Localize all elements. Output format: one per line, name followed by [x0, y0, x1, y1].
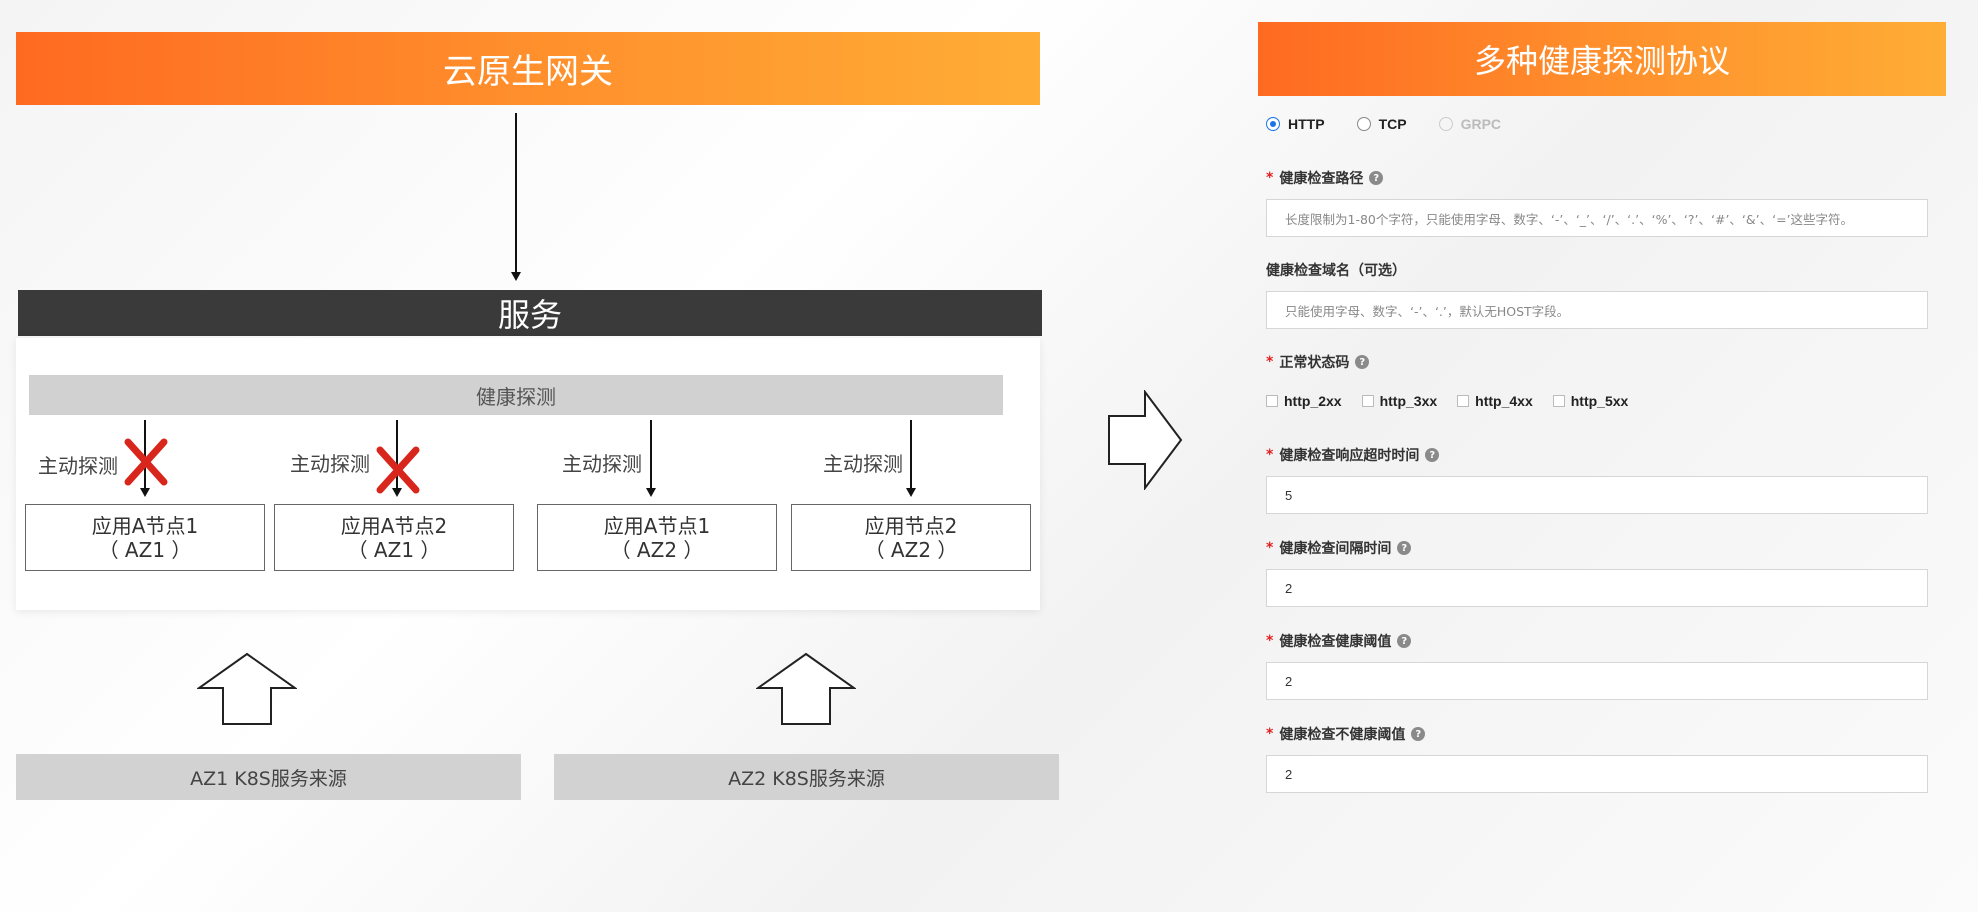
source-az1: AZ1 K8S服务来源: [16, 754, 521, 800]
fail-x-icon: [124, 438, 168, 486]
status-code-3xx-label: http_3xx: [1379, 393, 1438, 409]
status-code-3xx[interactable]: http_3xx: [1361, 393, 1438, 409]
checkbox[interactable]: [1552, 395, 1565, 407]
gateway-to-service-arrowhead: [511, 272, 521, 281]
status-codes-label: * 正常状态码 ?: [1266, 352, 1370, 372]
path-label-text: 健康检查路径: [1279, 171, 1364, 187]
healthy-threshold-input[interactable]: 2: [1266, 662, 1928, 700]
healthy-threshold-label-text: 健康检查健康阈值: [1279, 634, 1392, 650]
required-mark: *: [1266, 540, 1274, 556]
status-code-5xx[interactable]: http_5xx: [1552, 393, 1629, 409]
required-mark: *: [1266, 633, 1274, 649]
probe-line-4: [910, 420, 912, 488]
gateway-to-service-line: [515, 113, 517, 273]
interval-label-text: 健康检查间隔时间: [1279, 541, 1392, 557]
status-code-4xx-label: http_4xx: [1475, 393, 1533, 409]
probe-label-2: 主动探测: [290, 452, 370, 476]
help-icon[interactable]: ?: [1397, 541, 1412, 555]
protocol-grpc-label: GRPC: [1460, 116, 1502, 132]
help-icon[interactable]: ?: [1369, 171, 1384, 185]
up-arrow-icon: [756, 652, 856, 725]
checkbox[interactable]: [1266, 395, 1278, 407]
protocol-option-http[interactable]: HTTP: [1266, 116, 1325, 132]
help-icon[interactable]: ?: [1397, 634, 1412, 648]
probe-arrowhead-2: [392, 488, 402, 497]
status-code-2xx-label: http_2xx: [1284, 393, 1342, 409]
required-mark: *: [1266, 726, 1274, 742]
protocol-option-grpc: GRPC: [1438, 116, 1502, 132]
radio-grpc: [1438, 117, 1453, 131]
protocol-tcp-label: TCP: [1378, 116, 1407, 132]
status-code-5xx-label: http_5xx: [1570, 393, 1629, 409]
path-label: * 健康检查路径 ?: [1266, 168, 1384, 188]
domain-label: 健康检查域名（可选）: [1266, 263, 1406, 279]
probe-arrowhead-3: [646, 488, 656, 497]
source-az2: AZ2 K8S服务来源: [554, 754, 1059, 800]
right-arrow-icon: [1108, 390, 1183, 490]
node-1-zone: （ AZ1 ）: [98, 537, 192, 562]
node-4-name: 应用节点2: [864, 513, 958, 538]
gateway-banner: 云原生网关: [16, 32, 1040, 105]
radio-tcp[interactable]: [1356, 117, 1371, 131]
status-codes-label-text: 正常状态码: [1279, 355, 1350, 371]
probe-label-3: 主动探测: [562, 452, 642, 476]
interval-label: * 健康检查间隔时间 ?: [1266, 538, 1412, 558]
path-input[interactable]: 长度限制为1-80个字符，只能使用字母、数字、‘-’、‘_’、‘/’、‘.’、‘…: [1266, 199, 1928, 237]
unhealthy-threshold-label: * 健康检查不健康阈值 ?: [1266, 724, 1426, 744]
radio-http[interactable]: [1266, 117, 1280, 131]
probe-arrowhead-4: [906, 488, 916, 497]
unhealthy-threshold-input[interactable]: 2: [1266, 755, 1928, 793]
probe-line-2: [396, 420, 398, 488]
form-title: 多种健康探测协议: [1258, 22, 1946, 96]
node-4-zone: （ AZ2 ）: [864, 537, 958, 562]
status-code-4xx[interactable]: http_4xx: [1457, 393, 1533, 409]
timeout-label-text: 健康检查响应超时时间: [1279, 448, 1420, 464]
up-arrow-icon: [197, 652, 297, 725]
probe-label-1: 主动探测: [38, 454, 118, 478]
probe-line-3: [650, 420, 652, 488]
health-check-bar: 健康探测: [29, 375, 1003, 415]
required-mark: *: [1266, 170, 1274, 186]
domain-input[interactable]: 只能使用字母、数字、‘-’、‘.’，默认无HOST字段。: [1266, 291, 1928, 329]
interval-input[interactable]: 2: [1266, 569, 1928, 607]
required-mark: *: [1266, 354, 1274, 370]
checkbox[interactable]: [1361, 395, 1374, 407]
timeout-label: * 健康检查响应超时时间 ?: [1266, 445, 1440, 465]
protocol-http-label: HTTP: [1288, 116, 1325, 132]
timeout-input[interactable]: 5: [1266, 476, 1928, 514]
help-icon[interactable]: ?: [1355, 355, 1370, 369]
probe-arrowhead-1: [140, 488, 150, 497]
node-2-zone: （ AZ1 ）: [347, 537, 441, 562]
checkbox[interactable]: [1457, 395, 1470, 407]
node-3: 应用A节点1 （ AZ2 ）: [537, 504, 777, 571]
probe-line-1: [144, 420, 146, 488]
required-mark: *: [1266, 447, 1274, 463]
node-1-name: 应用A节点1: [91, 513, 199, 538]
node-2: 应用A节点2 （ AZ1 ）: [274, 504, 514, 571]
protocol-option-tcp[interactable]: TCP: [1356, 116, 1407, 132]
node-1: 应用A节点1 （ AZ1 ）: [25, 504, 265, 571]
node-2-name: 应用A节点2: [340, 513, 448, 538]
probe-label-4: 主动探测: [823, 452, 903, 476]
healthy-threshold-label: * 健康检查健康阈值 ?: [1266, 631, 1412, 651]
node-3-zone: （ AZ2 ）: [610, 537, 704, 562]
service-bar: 服务: [18, 290, 1042, 336]
status-code-checkboxes: http_2xx http_3xx http_4xx http_5xx: [1266, 393, 1648, 409]
fail-x-icon: [376, 446, 420, 494]
node-3-name: 应用A节点1: [603, 513, 711, 538]
help-icon[interactable]: ?: [1411, 727, 1426, 741]
node-4: 应用节点2 （ AZ2 ）: [791, 504, 1031, 571]
protocol-radio-group: HTTP TCP GRPC: [1266, 114, 1533, 134]
help-icon[interactable]: ?: [1425, 448, 1440, 462]
status-code-2xx[interactable]: http_2xx: [1266, 393, 1342, 409]
unhealthy-threshold-label-text: 健康检查不健康阈值: [1279, 727, 1406, 743]
